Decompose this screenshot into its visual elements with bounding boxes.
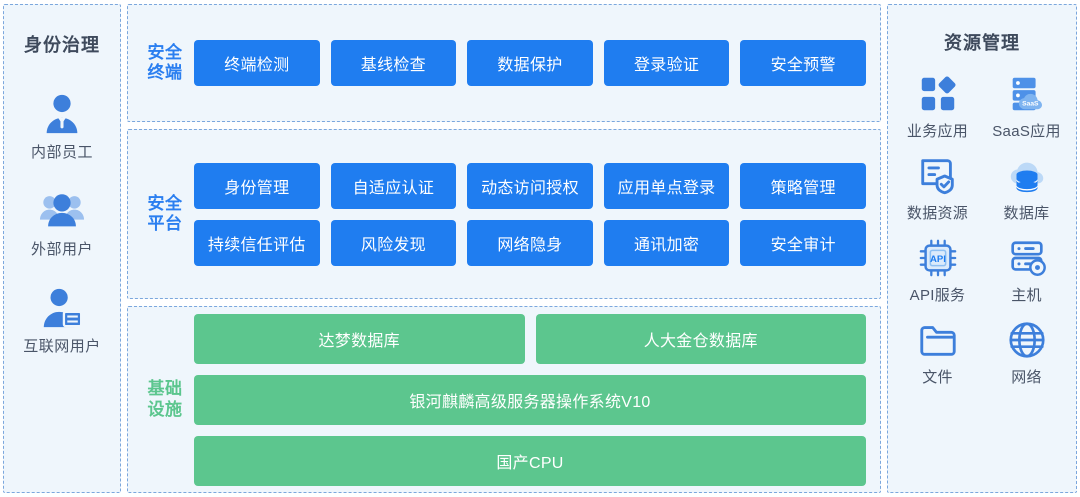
chip-baseline-check[interactable]: 基线检查: [330, 40, 457, 86]
bar-row: 银河麒麟高级服务器操作系统V10: [194, 374, 866, 425]
chip-identity-management[interactable]: 身份管理: [194, 162, 320, 209]
persona-label: 内部员工: [30, 144, 93, 161]
resource-item-network[interactable]: 网络: [983, 319, 1070, 387]
user-id-card-icon: [39, 285, 85, 331]
resource-label: 数据资源: [906, 205, 969, 222]
svg-text:SaaS: SaaS: [1022, 101, 1039, 108]
chip-adaptive-authentication[interactable]: 自适应认证: [330, 162, 457, 209]
resource-label: API服务: [909, 287, 966, 304]
bar-dameng-database[interactable]: 达梦数据库: [194, 313, 525, 364]
server-gear-icon: [1006, 237, 1048, 279]
resource-item-api-service[interactable]: API API服务: [894, 237, 981, 305]
resource-management-title: 资源管理: [944, 33, 1020, 53]
svg-text:API: API: [930, 254, 946, 265]
resource-label: 文件: [922, 369, 953, 386]
chip-application-sso[interactable]: 应用单点登录: [603, 162, 730, 209]
chip-dynamic-access-authorization[interactable]: 动态访问授权: [467, 162, 593, 209]
persona-external-user: 外部用户: [31, 188, 93, 259]
resource-item-host[interactable]: 主机: [983, 237, 1070, 305]
resource-label: 业务应用: [906, 123, 969, 140]
persona-label: 互联网用户: [23, 338, 101, 355]
infrastructure-label: 基础设施: [147, 379, 183, 419]
resource-label: 数据库: [1003, 205, 1050, 222]
api-chip-icon: API: [917, 237, 959, 279]
chip-communication-encryption[interactable]: 通讯加密: [603, 219, 730, 266]
resource-item-business-app[interactable]: 业务应用: [894, 73, 981, 141]
resource-label: SaaS应用: [992, 123, 1061, 140]
resource-management-panel: 资源管理 业务应用: [887, 4, 1077, 493]
app-blocks-icon: [917, 73, 959, 115]
infrastructure-band: 基础设施 达梦数据库 人大金仓数据库 银河麒麟高级服务器操作系统V10 国产CP…: [127, 306, 881, 493]
chip-continuous-trust-evaluation[interactable]: 持续信任评估: [194, 219, 320, 266]
resource-label: 主机: [1011, 287, 1042, 304]
bar-row: 国产CPU: [194, 435, 866, 486]
bar-kingbase-database[interactable]: 人大金仓数据库: [535, 313, 866, 364]
bar-row: 达梦数据库 人大金仓数据库: [194, 313, 866, 364]
bar-domestic-cpu[interactable]: 国产CPU: [194, 435, 866, 486]
resource-item-data-resource[interactable]: 数据资源: [894, 155, 981, 223]
secure-terminal-items: 终端检测 基线检查 数据保护 登录验证 安全预警: [194, 40, 866, 86]
user-icon: [39, 91, 85, 137]
users-group-icon: [39, 188, 85, 234]
chip-policy-management[interactable]: 策略管理: [740, 162, 866, 209]
chip-row: 持续信任评估 风险发现 网络隐身 通讯加密 安全审计: [194, 219, 866, 266]
chip-row: 终端检测 基线检查 数据保护 登录验证 安全预警: [194, 40, 866, 86]
persona-label: 外部用户: [30, 241, 93, 258]
chip-login-verification[interactable]: 登录验证: [603, 40, 730, 86]
identity-governance-title: 身份治理: [24, 35, 100, 55]
globe-icon: [1006, 319, 1048, 361]
cloud-database-icon: [1006, 155, 1048, 197]
security-platform-band: 安全平台 身份管理 自适应认证 动态访问授权 应用单点登录 策略管理 持续信任评…: [127, 129, 881, 299]
persona-internal-employee: 内部员工: [31, 91, 93, 162]
bar-kylin-os[interactable]: 银河麒麟高级服务器操作系统V10: [194, 374, 866, 425]
middle-column: 安全终端 终端检测 基线检查 数据保护 登录验证 安全预警 安全平台 身份管理 …: [127, 4, 881, 493]
secure-terminal-band: 安全终端 终端检测 基线检查 数据保护 登录验证 安全预警: [127, 4, 881, 122]
data-document-icon: [917, 155, 959, 197]
chip-data-protection[interactable]: 数据保护: [467, 40, 593, 86]
saas-cloud-server-icon: SaaS: [1006, 73, 1048, 115]
resource-label: 网络: [1011, 369, 1042, 386]
chip-risk-discovery[interactable]: 风险发现: [330, 219, 457, 266]
resource-item-file[interactable]: 文件: [894, 319, 981, 387]
chip-row: 身份管理 自适应认证 动态访问授权 应用单点登录 策略管理: [194, 162, 866, 209]
chip-security-audit[interactable]: 安全审计: [740, 219, 866, 266]
infrastructure-items: 达梦数据库 人大金仓数据库 银河麒麟高级服务器操作系统V10 国产CPU: [194, 313, 866, 486]
chip-security-alert[interactable]: 安全预警: [740, 40, 866, 86]
resource-item-saas-app[interactable]: SaaS SaaS应用: [983, 73, 1070, 141]
secure-terminal-label: 安全终端: [147, 42, 183, 82]
persona-internet-user: 互联网用户: [23, 285, 101, 356]
resource-grid: 业务应用 SaaS SaaS应用: [888, 73, 1076, 387]
resource-item-database[interactable]: 数据库: [983, 155, 1070, 223]
folder-icon: [917, 319, 959, 361]
security-platform-items: 身份管理 自适应认证 动态访问授权 应用单点登录 策略管理 持续信任评估 风险发…: [194, 162, 866, 266]
chip-terminal-detection[interactable]: 终端检测: [194, 40, 320, 86]
identity-governance-panel: 身份治理 内部员工: [3, 4, 121, 493]
chip-network-stealth[interactable]: 网络隐身: [467, 219, 593, 266]
security-platform-label: 安全平台: [147, 193, 183, 233]
